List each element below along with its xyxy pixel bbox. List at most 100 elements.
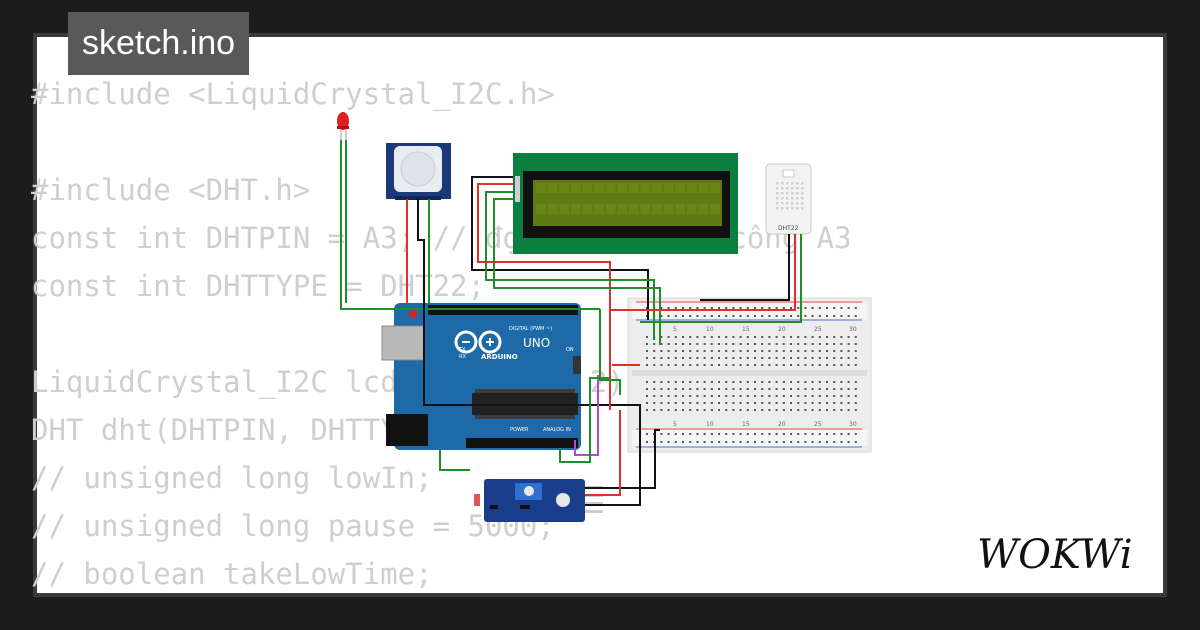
hole: [775, 381, 778, 383]
hole: [675, 204, 686, 214]
hole: [854, 315, 857, 317]
hole: [804, 402, 807, 404]
hole: [826, 381, 828, 383]
hole: [776, 202, 779, 205]
hole: [796, 192, 799, 195]
hole: [775, 395, 778, 397]
hole: [754, 381, 756, 383]
hole: [646, 336, 648, 338]
hole: [775, 315, 778, 317]
hole: [732, 307, 735, 309]
hole: [746, 364, 749, 366]
hole: [840, 402, 843, 404]
dht22-label: DHT22: [778, 225, 799, 232]
hole: [689, 357, 692, 359]
hole: [775, 433, 778, 435]
breadboard-tick: 20: [778, 421, 786, 428]
breadboard-tick: 10: [706, 421, 714, 428]
file-tab[interactable]: sketch.ino: [68, 12, 250, 75]
hole: [797, 364, 800, 366]
hole: [790, 433, 792, 435]
hole: [718, 364, 720, 366]
hole: [797, 336, 800, 338]
power-label: POWER: [510, 427, 529, 433]
hole: [786, 202, 789, 205]
hole: [782, 409, 785, 411]
hole: [646, 441, 648, 443]
hole: [674, 402, 677, 404]
hole: [754, 433, 756, 435]
hole: [847, 402, 850, 404]
hole: [689, 343, 692, 345]
hole: [703, 343, 706, 345]
hole: [797, 441, 800, 443]
hole: [854, 336, 857, 338]
hole: [826, 364, 828, 366]
hole: [782, 395, 785, 397]
hole: [797, 357, 800, 359]
hole: [682, 433, 684, 435]
hole: [682, 350, 684, 352]
hole: [732, 402, 735, 404]
hole: [797, 388, 800, 390]
hole: [775, 343, 778, 345]
hole: [696, 402, 699, 404]
hole: [833, 315, 836, 317]
hole: [682, 315, 684, 317]
hole: [797, 381, 800, 383]
hole: [660, 315, 663, 317]
hole: [840, 343, 843, 345]
hole: [739, 388, 742, 390]
hole: [833, 336, 836, 338]
hole: [732, 409, 735, 411]
hole: [854, 395, 857, 397]
hole: [696, 357, 699, 359]
hole: [698, 204, 709, 214]
hole: [696, 343, 699, 345]
hole: [847, 395, 850, 397]
hole: [732, 441, 735, 443]
hole: [768, 357, 771, 359]
hole: [840, 433, 843, 435]
wokwi-logo: WOKWi: [977, 532, 1133, 578]
hole: [703, 350, 706, 352]
hole: [781, 192, 784, 195]
breadboard-tick: 25: [814, 421, 822, 428]
hole: [761, 364, 764, 366]
hole: [804, 357, 807, 359]
hole: [761, 336, 764, 338]
hole: [682, 336, 684, 338]
hole: [739, 343, 742, 345]
hole: [790, 336, 792, 338]
hole: [703, 364, 706, 366]
hole: [847, 350, 850, 352]
hole: [718, 402, 720, 404]
hole: [811, 307, 814, 309]
hole: [646, 364, 648, 366]
hole: [811, 364, 814, 366]
hole: [725, 315, 728, 317]
hole: [818, 315, 821, 317]
hole: [689, 350, 692, 352]
hole: [826, 315, 828, 317]
hole: [801, 202, 804, 205]
hole: [804, 315, 807, 317]
led: [337, 112, 349, 140]
bottom-mask: [0, 593, 1200, 630]
hole: [646, 433, 648, 435]
code-line: #include <LiquidCrystal_I2C.h>: [31, 77, 555, 111]
hole: [797, 307, 800, 309]
hole: [617, 183, 628, 193]
hole: [786, 192, 789, 195]
hole: [790, 441, 792, 443]
hole: [854, 357, 857, 359]
hole: [790, 364, 792, 366]
hole: [826, 388, 828, 390]
hole: [768, 343, 771, 345]
hole: [761, 307, 764, 309]
hole: [782, 433, 785, 435]
hole: [725, 350, 728, 352]
hole: [710, 381, 713, 383]
hole: [660, 343, 663, 345]
